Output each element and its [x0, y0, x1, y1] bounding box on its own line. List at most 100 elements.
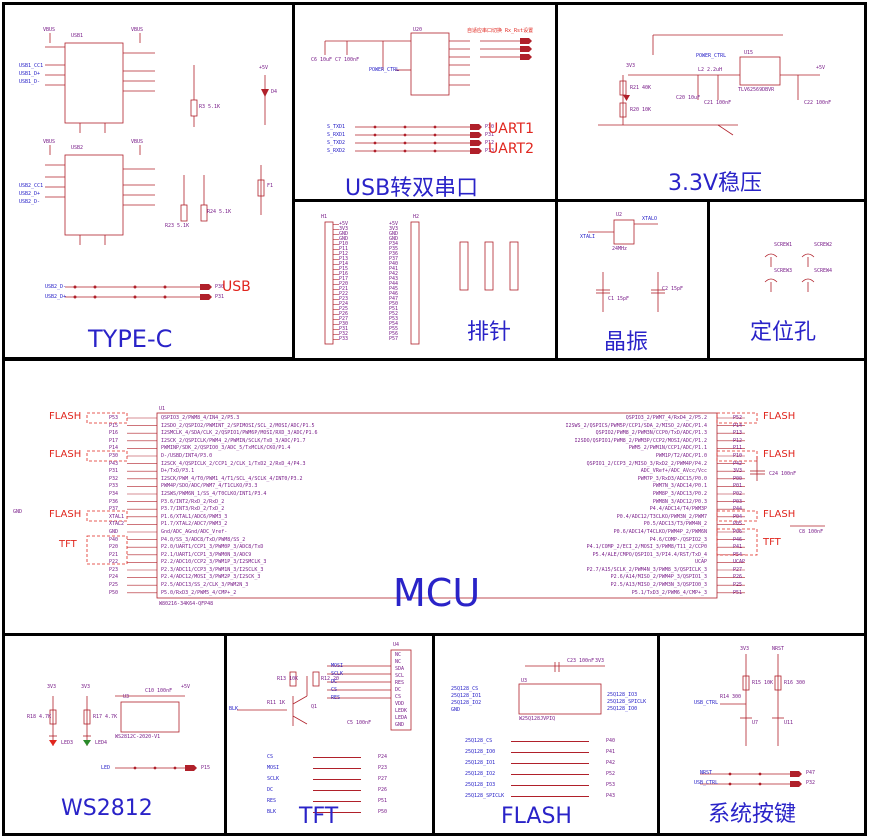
ws2812-5v: +5V [181, 684, 191, 690]
net-usb1-dp: USB1_D+ [19, 71, 41, 77]
tft-net-row-wire [313, 790, 361, 791]
keys-nrst-top: NRST [772, 646, 785, 652]
ws2812-schematic [49, 695, 197, 771]
ldo-chip: U15 [744, 50, 754, 56]
usb-uart-cap-c7: C7 100nF [335, 57, 360, 63]
mcu-signal-label: P5.1/TxD3_2/PWM6_4/CMP+_3 [631, 589, 707, 596]
tft-r13: R13 10K [277, 676, 299, 682]
mcu-pin-label: P32 [109, 475, 119, 482]
mcu-cap-c8: C8 100nF [799, 529, 824, 535]
ws2812-led4: LED4 [95, 740, 108, 746]
tft-net-row-pin: P23 [377, 765, 387, 771]
header-pin-label: P20 [339, 281, 349, 287]
tft-lcd-pin-label: RES [395, 680, 405, 686]
mcu-signal-label: QSPIO2/PWM8_2/PWM3N/CCP0/TxD/ADC/P1.3 [595, 430, 707, 437]
header-pin-label: P57 [389, 336, 399, 342]
ws2812-chip: U3 [123, 694, 130, 700]
section-title-tft: TFT [299, 804, 339, 829]
screw4-label: SCREW4 [814, 268, 833, 274]
mcu-pin-label: P54 [733, 551, 743, 558]
mcu-signal-label: I2SCK/PWM_4/T0/PWM1_4/T1/SCL_4/SCLK_4/IN… [161, 475, 303, 482]
mcu-flash-tag-2: FLASH [49, 449, 82, 460]
mcu-signal-label: P3.6/INT2/RxD_2/RxD_2 [161, 498, 225, 505]
crystal-c1: C1 15pF [608, 296, 630, 302]
tft-io-label: RES [331, 695, 341, 701]
tft-net-row-wire [313, 768, 361, 769]
ldo-c20: C20 10uF [676, 95, 701, 101]
mcu-pin-label: P52 [733, 415, 743, 421]
crystal-xtali: XTALI [580, 234, 596, 240]
mcu-schematic [86, 412, 825, 599]
vbus-label-4: VBUS [131, 139, 144, 145]
mcu-pin-label: XTAL2 [109, 521, 125, 528]
ws2812-led-net: LED [101, 765, 111, 771]
u20-label: U20 [413, 27, 423, 33]
flash-net-row-net: 25Q128_SPICLK [465, 793, 505, 799]
mcu-pin-label: P46 [733, 536, 743, 543]
section-title-crystal: 晶振 [604, 330, 649, 355]
mcu-signal-label: P1.6/XTAL1/ADC6/PWM3_3 [161, 513, 228, 520]
mcu-signal-label: P2.4/ADC12/MOSI_3/PWM2P_3/I2SCK_3 [161, 574, 261, 581]
mcu-signal-label: P2.0/UART1/CCP1_3/PWM0P_3/ADC8/TxD [161, 544, 264, 551]
link-pin-p30: P30 [215, 284, 225, 290]
header-pin-label: P51 [389, 306, 399, 312]
mcu-signal-label: P5.4/ALE/CMPO/QSPIO1_3/PI4.4/RST/TxD_4 [592, 551, 707, 558]
mcu-pin-label: P51 [733, 589, 743, 596]
flash-chip-net-label: 25Q128_IO2 [451, 700, 482, 706]
ldo-power-ctrl: POWER_CTRL [696, 53, 727, 59]
mcu-signal-label: P4.0/SS_3/ADC8/TxD/PWM8/SS_2 [161, 536, 246, 543]
mcu-tft-tag-left: TFT [59, 539, 77, 550]
mcu-signal-label: P4.4/ADC14/T4/PWM3P [649, 506, 707, 513]
mcu-pin-label: UCAP [733, 559, 746, 566]
tft-chip: U4 [393, 642, 400, 648]
tft-net-row-wire [313, 812, 361, 813]
mcu-part: W80216-34K64-QFP48 [159, 601, 214, 607]
header-pin-label: 3V3 [389, 226, 399, 232]
flash-net-row-wire [511, 741, 589, 742]
tft-blk: BLK [229, 706, 239, 712]
keys-schematic [700, 654, 802, 787]
flash-net-row-pin: P41 [605, 749, 615, 755]
section-title-keys: 系统按键 [708, 802, 797, 827]
mcu-pin-label: P26 [733, 574, 743, 581]
flash-net-row-pin: P40 [605, 738, 615, 744]
keys-3v3: 3V3 [740, 646, 750, 652]
flash-chip-net-label: 25Q128_IO0 [607, 706, 638, 712]
uart-pin-p13: P13 [485, 148, 495, 154]
r24-label: R24 5.1K [207, 209, 232, 215]
flash-chip-net-label: 25Q128_IO1 [451, 693, 482, 699]
header-pin-label: P45 [389, 286, 399, 292]
flash-chip-net-label: 25Q128_SPICLK [607, 699, 647, 705]
net-s-rxd2: S_RXD2 [327, 148, 346, 154]
header-pin-label: P24 [339, 301, 349, 307]
link-net-dp: USB2_D+ [45, 294, 67, 300]
ldo-r21: R21 40K [630, 85, 652, 91]
mcu-signal-label: PWMINP/SDK_2/QSPIO0_3/ADC_5/TxMCLK/CKO/P… [161, 445, 291, 452]
mcu-pin-label: P10 [733, 452, 743, 459]
flash-net-row-wire [511, 796, 589, 797]
mcu-signal-label: PWM7N_3/ADC14/P0.1 [652, 483, 707, 490]
tft-net-row-net: BLK [267, 809, 277, 815]
net-s-txd2: S_TXD2 [327, 140, 346, 146]
panel-mcu: U1 W80216-34K64-QFP48 QSPIO3_2/PWM8_4/IN… [2, 358, 867, 636]
mcu-pin-label: P42 [733, 460, 743, 467]
ws2812-r17: R17 4.7K [93, 714, 118, 720]
tft-io-label: MOSI [331, 663, 344, 669]
mcu-pin-label: XTAL1 [109, 513, 125, 520]
header-pin-label: +5V [389, 221, 399, 227]
header-pin-label: GND [339, 231, 349, 237]
mcu-signal-label: Gnd/ADC_AGnd/ADC_Vref- [161, 528, 228, 535]
mcu-flash-tag-5: FLASH [763, 449, 796, 460]
tft-q1: Q1 [311, 704, 318, 710]
header-pin-label: P17 [339, 276, 349, 282]
